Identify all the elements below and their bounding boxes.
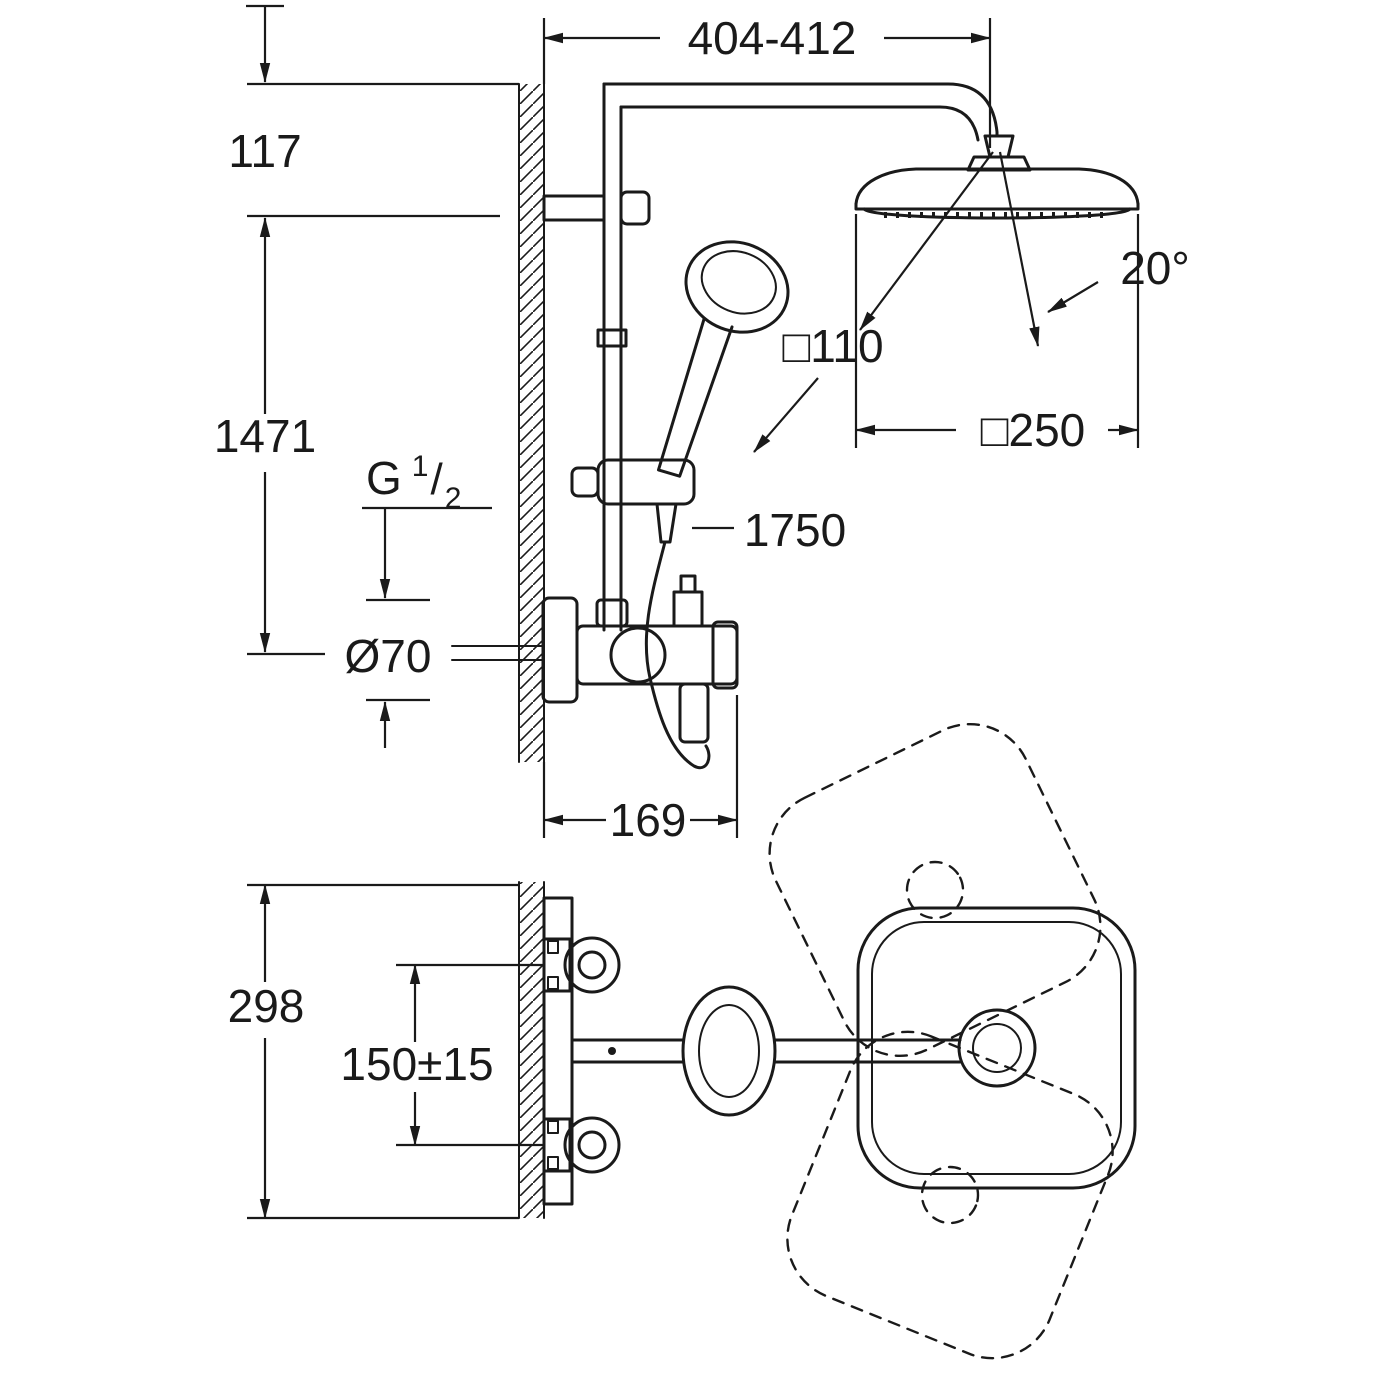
dim-rosette-diameter: Ø70	[345, 508, 432, 748]
dim-hose-length: 1750	[692, 504, 846, 556]
thread-numerator: 1	[412, 450, 429, 483]
dim-head-shower-size: □250	[854, 214, 1140, 456]
swivel-position-lower	[786, 1030, 1114, 1360]
supply-connection-upper	[542, 936, 621, 994]
wall-bracket	[542, 190, 651, 226]
hand-shower-top	[681, 985, 777, 1117]
thread-slash: /	[430, 455, 443, 504]
top-view: 298 150±15	[220, 722, 1137, 1360]
head-shower-top	[856, 906, 1137, 1190]
supply-connection-lower	[542, 1116, 621, 1174]
shower-arm	[602, 82, 1032, 172]
dim-connection-spacing: 150±15	[336, 963, 544, 1147]
dim-projection: 169	[542, 695, 739, 846]
dim-connection-spacing-label: 150±15	[340, 1038, 493, 1090]
dim-tilt-angle: 20°	[859, 151, 1190, 347]
wall-section-top	[518, 881, 545, 1219]
dim-riser-height: 1471	[214, 217, 325, 656]
dim-head-drop-label: 117	[228, 125, 301, 177]
dim-arm-reach-label: 404-412	[688, 12, 857, 64]
hand-shower	[656, 240, 790, 478]
thread-denominator: 2	[445, 482, 462, 515]
dim-projection-label: 169	[610, 794, 687, 846]
shower-hose	[644, 540, 711, 770]
thread-prefix: G	[366, 452, 402, 504]
swivel-position-upper	[768, 722, 1102, 1058]
dim-head-drop: 117	[228, 4, 519, 218]
dim-hose-length-label: 1750	[744, 504, 846, 556]
dim-hand-shower-size-label: □110	[782, 320, 883, 372]
dim-arm-reach: 404-412	[542, 12, 992, 148]
dim-overall-width: 298	[220, 883, 519, 1220]
head-swivel-range	[768, 722, 1114, 1360]
shower-arm-top	[570, 1038, 962, 1064]
head-shower-side	[854, 167, 1140, 220]
dim-rosette-diameter-label: Ø70	[345, 630, 432, 682]
dim-overall-width-label: 298	[228, 980, 305, 1032]
side-view: 404-412 117 1471 20° □110	[214, 4, 1190, 846]
riser-pipe	[595, 82, 629, 632]
dim-riser-height-label: 1471	[214, 410, 316, 462]
dim-hand-shower-size: □110	[753, 320, 884, 453]
dim-tilt-angle-label: 20°	[1120, 242, 1190, 294]
mixer-valve	[451, 574, 739, 744]
slide-bar-holder	[570, 458, 696, 544]
mounting-plate	[542, 896, 574, 1206]
wall-section-side	[518, 83, 545, 763]
dim-head-shower-size-label: □250	[981, 404, 1086, 456]
